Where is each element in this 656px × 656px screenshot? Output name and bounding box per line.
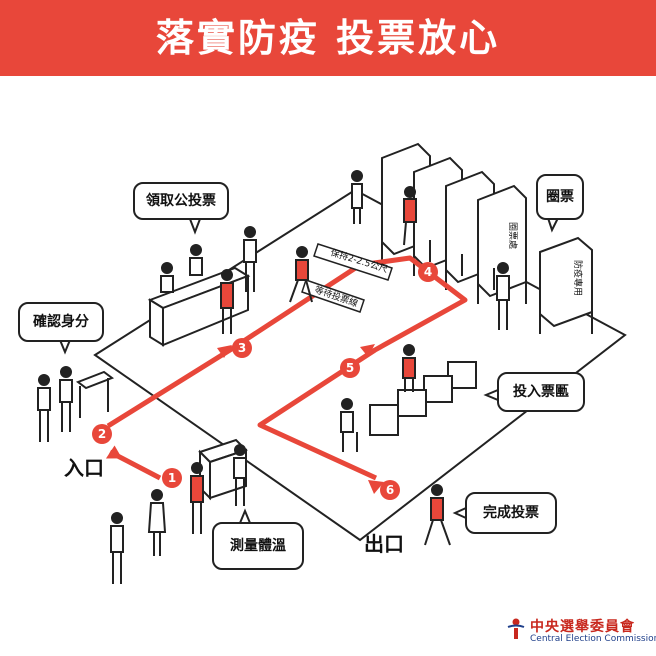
bubble-confirm-identity: 確認身分 bbox=[18, 302, 104, 342]
step-1: 1 bbox=[162, 468, 182, 488]
person-staff-seated bbox=[189, 244, 203, 276]
person-voter-red bbox=[424, 484, 451, 546]
bubble-finish-voting: 完成投票 bbox=[465, 492, 557, 534]
step-2: 2 bbox=[92, 424, 112, 444]
person-voter-red bbox=[190, 462, 204, 534]
route-arrow bbox=[217, 345, 232, 358]
person-voter bbox=[110, 512, 124, 584]
step-4: 4 bbox=[418, 262, 438, 282]
booth-sign-epidemic: 防疫專用 bbox=[572, 260, 584, 296]
floor-outline bbox=[93, 188, 627, 542]
identity-table bbox=[75, 370, 115, 418]
route-arrow bbox=[368, 480, 384, 494]
step-5: 5 bbox=[340, 358, 360, 378]
voting-route bbox=[106, 255, 468, 481]
ballot-boxes bbox=[369, 361, 477, 436]
person-staff bbox=[243, 226, 257, 292]
bubble-cast-area: 投入票匭 bbox=[497, 372, 585, 412]
person-voter bbox=[351, 170, 363, 224]
page-title: 落實防疫 投票放心 bbox=[155, 16, 501, 60]
person-staff-seated bbox=[160, 262, 174, 293]
title-banner bbox=[0, 0, 656, 76]
voting-booths bbox=[381, 142, 593, 328]
person-staff-seated bbox=[340, 398, 358, 452]
booth-sign-mark: 圈票處 bbox=[507, 222, 519, 249]
bubble-get-ballot: 領取公投票 bbox=[133, 182, 229, 220]
people bbox=[37, 170, 510, 584]
person-voter-red bbox=[402, 344, 416, 392]
person-voter bbox=[59, 366, 73, 432]
route-arrow bbox=[360, 344, 375, 357]
bubble-mark-ballot: 圈票 bbox=[536, 174, 584, 220]
cec-name-chinese: 中央選舉委員會 bbox=[530, 619, 635, 635]
bubble-temperature: 測量體溫 bbox=[212, 522, 304, 570]
person-staff bbox=[496, 262, 510, 330]
person-voter-red bbox=[220, 269, 234, 334]
cec-logo-icon bbox=[507, 618, 525, 639]
step-6: 6 bbox=[380, 480, 400, 500]
person-voter-red bbox=[403, 186, 417, 246]
person-staff bbox=[233, 444, 247, 506]
person-voter bbox=[147, 489, 167, 556]
cec-name-english: Central Election Commission bbox=[530, 634, 656, 644]
step-3: 3 bbox=[232, 338, 252, 358]
voting-booth bbox=[539, 236, 593, 328]
person-voter-red bbox=[289, 246, 313, 303]
exit-label: 出口 bbox=[364, 532, 404, 556]
person-staff bbox=[37, 374, 51, 442]
route-arrow bbox=[105, 445, 123, 459]
entrance-label: 入口 bbox=[64, 456, 104, 480]
